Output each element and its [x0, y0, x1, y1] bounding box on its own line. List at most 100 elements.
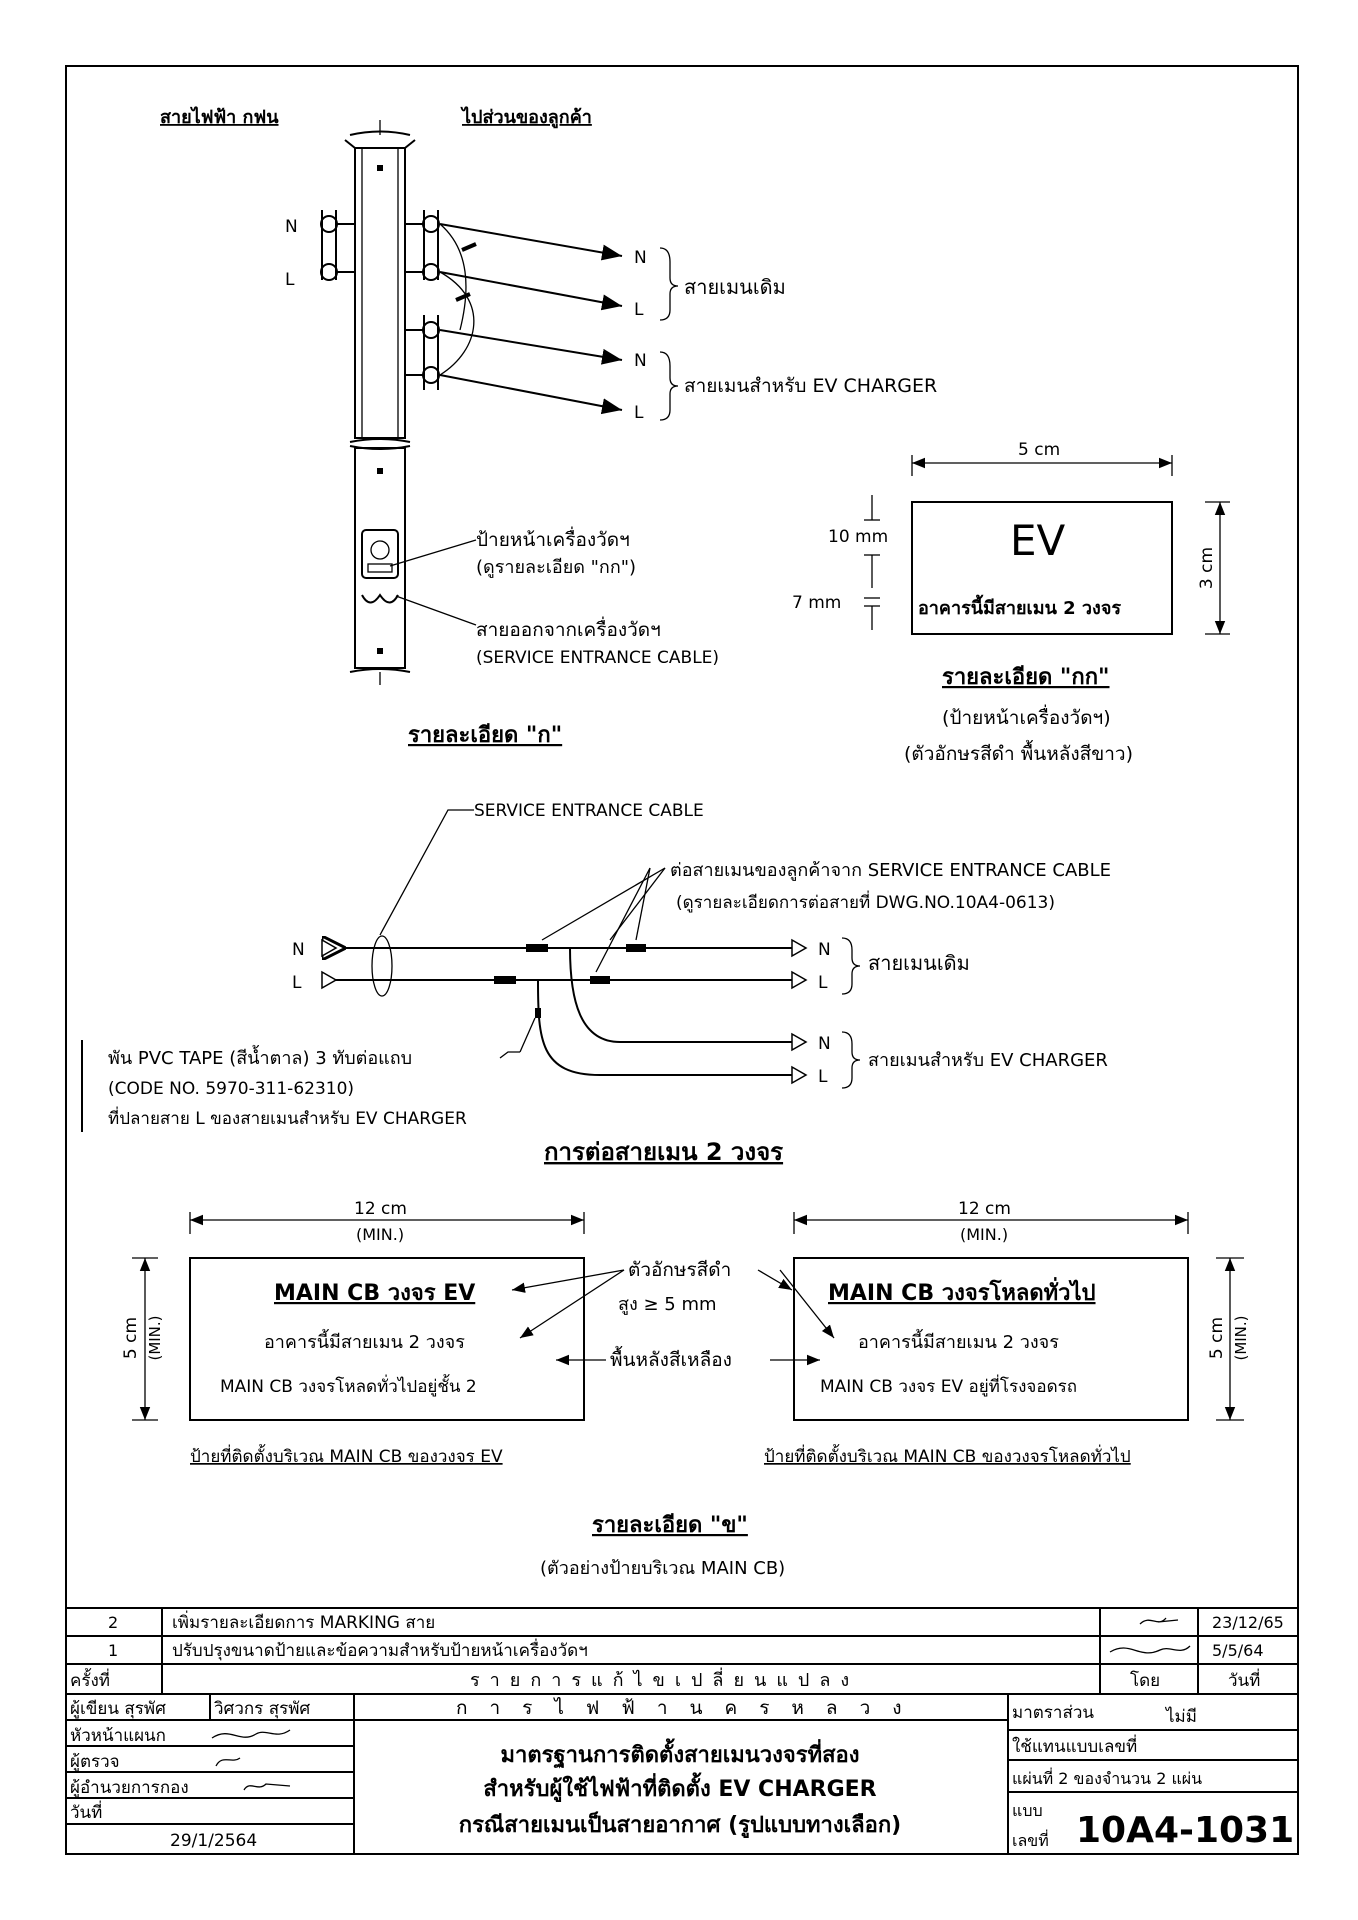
bottom-n-label: N [634, 351, 647, 371]
sign-general-cb-line1: อาคารนี้มีสายเมน 2 วงจร [858, 1329, 1059, 1353]
n-label-existing: N [818, 940, 831, 960]
height-label: 3 cm [1197, 547, 1217, 589]
pole [344, 120, 416, 685]
label-mea-wire: สายไฟฟ้า กฟน [160, 106, 279, 128]
existing-main-label: สายเมนเดิม [684, 275, 786, 299]
pole-n-label: N [285, 217, 298, 237]
detail-kk-sub2: (ตัวอักษรสีดำ พื้นหลังสีขาว) [904, 740, 1133, 765]
sign-ev-cb-line2: MAIN CB วงจรโหลดทั่วไปอยู่ชั้น 2 [220, 1374, 477, 1397]
joint-label-1: ต่อสายเมนของลูกค้าจาก SERVICE ENTRANCE C… [670, 860, 1111, 881]
form-label-2: เลขที่ [1012, 1829, 1049, 1850]
drawing-title-2: สำหรับผู้ใช้ไฟฟ้าที่ติดตั้ง EV CHARGER [483, 1772, 876, 1803]
sign-ev-text: EV [1010, 516, 1066, 565]
connection-diagram: SERVICE ENTRANCE CABLE ต่อสายเมนของลูกค้… [81, 801, 1111, 1166]
wire-l-ev [537, 979, 792, 1076]
tape-note-1: พัน PVC TAPE (สีน้ำตาล) 3 ทับต่อแถบ [108, 1045, 412, 1069]
note-yellow-bg: พื้นหลังสีเหลือง [610, 1346, 732, 1371]
bottom-l-label: L [634, 403, 644, 423]
right-height-min: (MIN.) [1232, 1315, 1250, 1360]
rev-header-date: วันที่ [1228, 1668, 1260, 1691]
note-black-height: สูง ≥ 5 mm [618, 1294, 717, 1315]
date-label: วันที่ [70, 1800, 102, 1823]
rev1-signature [1109, 1645, 1191, 1654]
detail-b-title: รายละเอียด "ข" [592, 1513, 748, 1538]
director-label: ผู้อำนวยการกอง [70, 1778, 189, 1798]
detail-kk: 5 cm EV อาคารนี้มีสายเมน 2 วงจร 3 cm 10 … [792, 440, 1230, 765]
head-label: หัวหน้าแผนก [70, 1726, 166, 1746]
scale-value: ไม่มี [1164, 1706, 1197, 1727]
ev-main-label: สายเมนสำหรับ EV CHARGER [684, 375, 937, 397]
rev2-no: 2 [108, 1613, 118, 1632]
insulator-rack-right-bottom [405, 315, 440, 390]
pole-l-label: L [285, 270, 295, 290]
organization: การไฟฟ้านครหลวง [456, 1697, 924, 1719]
l-label-existing: L [818, 973, 828, 993]
tape-note-2: (CODE NO. 5970-311-62310) [108, 1079, 354, 1099]
exit-cable-label: สายออกจากเครื่องวัดฯ [476, 616, 661, 641]
tape-note-3: ที่ปลายสาย L ของสายเมนสำหรับ EV CHARGER [108, 1106, 467, 1129]
revision-table: 2 เพิ่มรายละเอียดการ MARKING สาย 23/12/6… [66, 1607, 1298, 1695]
rev-header-desc: รายการแก้ไขเปลี่ยนแปลง [470, 1667, 859, 1691]
exit-cable-sub: (SERVICE ENTRANCE CABLE) [476, 648, 719, 668]
rev2-date: 23/12/65 [1212, 1613, 1284, 1632]
top-n-label: N [634, 248, 647, 268]
joint-label-2: (ดูรายละเอียดการต่อสายที่ DWG.NO.10A4-06… [676, 890, 1055, 913]
engineer-label: วิศวกร สุรพัศ [214, 1699, 311, 1719]
sign-general-cb-title: MAIN CB วงจรโหลดทั่วไป [828, 1276, 1096, 1306]
cable-jacket [371, 935, 393, 997]
detail-a-title: รายละเอียด "ก" [408, 723, 562, 748]
meter-sign-box [911, 501, 1173, 635]
caption-left: ป้ายที่ติดตั้งบริเวณ MAIN CB ของวงจร EV [190, 1444, 503, 1467]
caption-right: ป้ายที่ติดตั้งบริเวณ MAIN CB ของวงจรโหลด… [764, 1444, 1131, 1467]
drawing-title-3: กรณีสายเมนเป็นสายอากาศ (รูปแบบทางเลือก) [459, 1810, 901, 1839]
writer-label: ผู้เขียน สุรพัศ [70, 1699, 166, 1719]
existing-main-label-2: สายเมนเดิม [868, 951, 970, 975]
drawing-title-1: มาตรฐานการติดตั้งสายเมนวงจรที่สอง [500, 1738, 859, 1769]
rev2-signature [1139, 1617, 1179, 1625]
head-signature [211, 1729, 291, 1739]
rev2-desc: เพิ่มรายละเอียดการ MARKING สาย [172, 1610, 435, 1633]
top-l-label: L [634, 300, 644, 320]
right-width-min: (MIN.) [960, 1225, 1008, 1244]
sheet-border [65, 65, 1299, 1855]
sign-small-text: อาคารนี้มีสายเมน 2 วงจร [918, 594, 1121, 619]
l-label-left: L [292, 973, 302, 993]
checker-signature [215, 1757, 241, 1767]
sec-label: SERVICE ENTRANCE CABLE [474, 801, 704, 821]
right-width: 12 cm [958, 1199, 1011, 1219]
date-value: 29/1/2564 [170, 1831, 257, 1851]
meter-sign-sub: (ดูรายละเอียด "กก") [476, 557, 636, 578]
leader-meter-sign [389, 539, 477, 567]
dim-10mm: 10 mm [828, 527, 888, 547]
left-height: 5 cm [121, 1317, 141, 1359]
rev1-date: 5/5/64 [1212, 1641, 1264, 1660]
detail-b: 12 cm (MIN.) 12 cm (MIN.) MAIN CB วงจร E… [121, 1199, 1250, 1579]
scale-label: มาตราส่วน [1012, 1703, 1094, 1723]
checker-label: ผู้ตรวจ [70, 1752, 120, 1772]
sheet-count: แผ่นที่ 2 ของจำนวน 2 แผ่น [1012, 1767, 1202, 1788]
left-height-min: (MIN.) [146, 1315, 164, 1360]
leader-exit-cable [395, 595, 477, 626]
detail-kk-sub1: (ป้ายหน้าเครื่องวัดฯ) [942, 704, 1111, 729]
left-width: 12 cm [354, 1199, 407, 1219]
n-label-left: N [292, 940, 305, 960]
service-wires [439, 223, 623, 415]
n-label-ev: N [818, 1034, 831, 1054]
sign-ev-cb-title: MAIN CB วงจร EV [274, 1281, 475, 1306]
director-signature [243, 1783, 291, 1791]
replace-label: ใช้แทนแบบเลขที่ [1012, 1734, 1137, 1757]
l-label-ev: L [818, 1067, 828, 1087]
sign-general-cb-line2: MAIN CB วงจร EV อยู่ที่โรงจอดรถ [820, 1374, 1077, 1397]
rev1-no: 1 [108, 1641, 118, 1660]
brace-existing [659, 247, 679, 321]
brace-ev [659, 351, 679, 421]
insulator-rack-left [320, 210, 355, 281]
detail-a: สายไฟฟ้า กฟน ไปส่วนของลูกค้า [160, 106, 937, 748]
ev-main-label-2: สายเมนสำหรับ EV CHARGER [868, 1050, 1108, 1071]
dim-7mm: 7 mm [792, 593, 841, 613]
insulator-rack-right-top [405, 210, 440, 281]
width-label: 5 cm [1018, 440, 1060, 460]
detail-kk-title: รายละเอียด "กก" [942, 665, 1110, 690]
left-width-min: (MIN.) [356, 1225, 404, 1244]
